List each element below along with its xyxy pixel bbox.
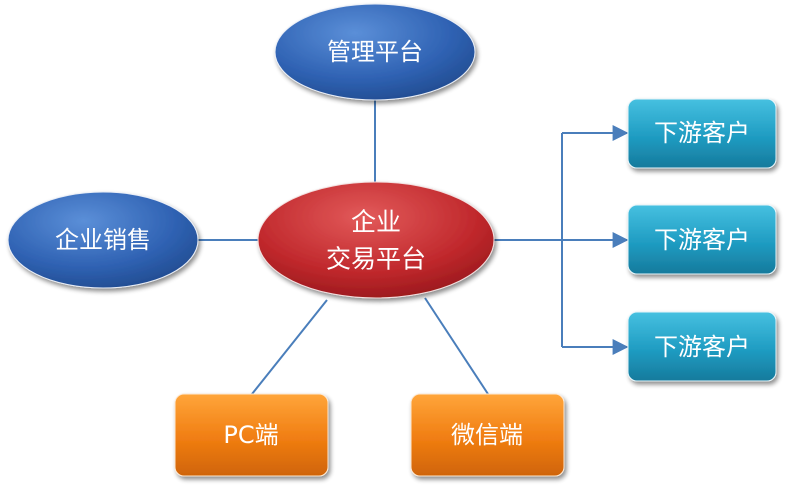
connector-pc [251, 299, 328, 395]
customer-node-1: 下游客户 [627, 98, 777, 169]
customer-2-label: 下游客户 [654, 226, 750, 254]
customer-node-2: 下游客户 [627, 204, 777, 275]
trading-platform-label-line2: 交易平台 [326, 245, 426, 274]
trading-platform-label-line1: 企业 [351, 208, 401, 237]
management-platform-node: 管理平台 [274, 3, 476, 101]
pc-node: PC端 [174, 393, 329, 477]
customer-node-3: 下游客户 [627, 311, 777, 382]
sales-node: 企业销售 [7, 191, 199, 289]
connector-wechat [424, 297, 489, 395]
pc-label: PC端 [223, 421, 278, 449]
connectors [198, 100, 629, 395]
customer-1-label: 下游客户 [654, 119, 750, 147]
wechat-label: 微信端 [451, 421, 523, 449]
sales-label: 企业销售 [55, 226, 151, 254]
wechat-node: 微信端 [410, 393, 565, 477]
customer-3-label: 下游客户 [654, 333, 750, 361]
management-platform-label: 管理平台 [327, 38, 423, 66]
trading-platform-node: 企业 交易平台 [257, 181, 495, 299]
